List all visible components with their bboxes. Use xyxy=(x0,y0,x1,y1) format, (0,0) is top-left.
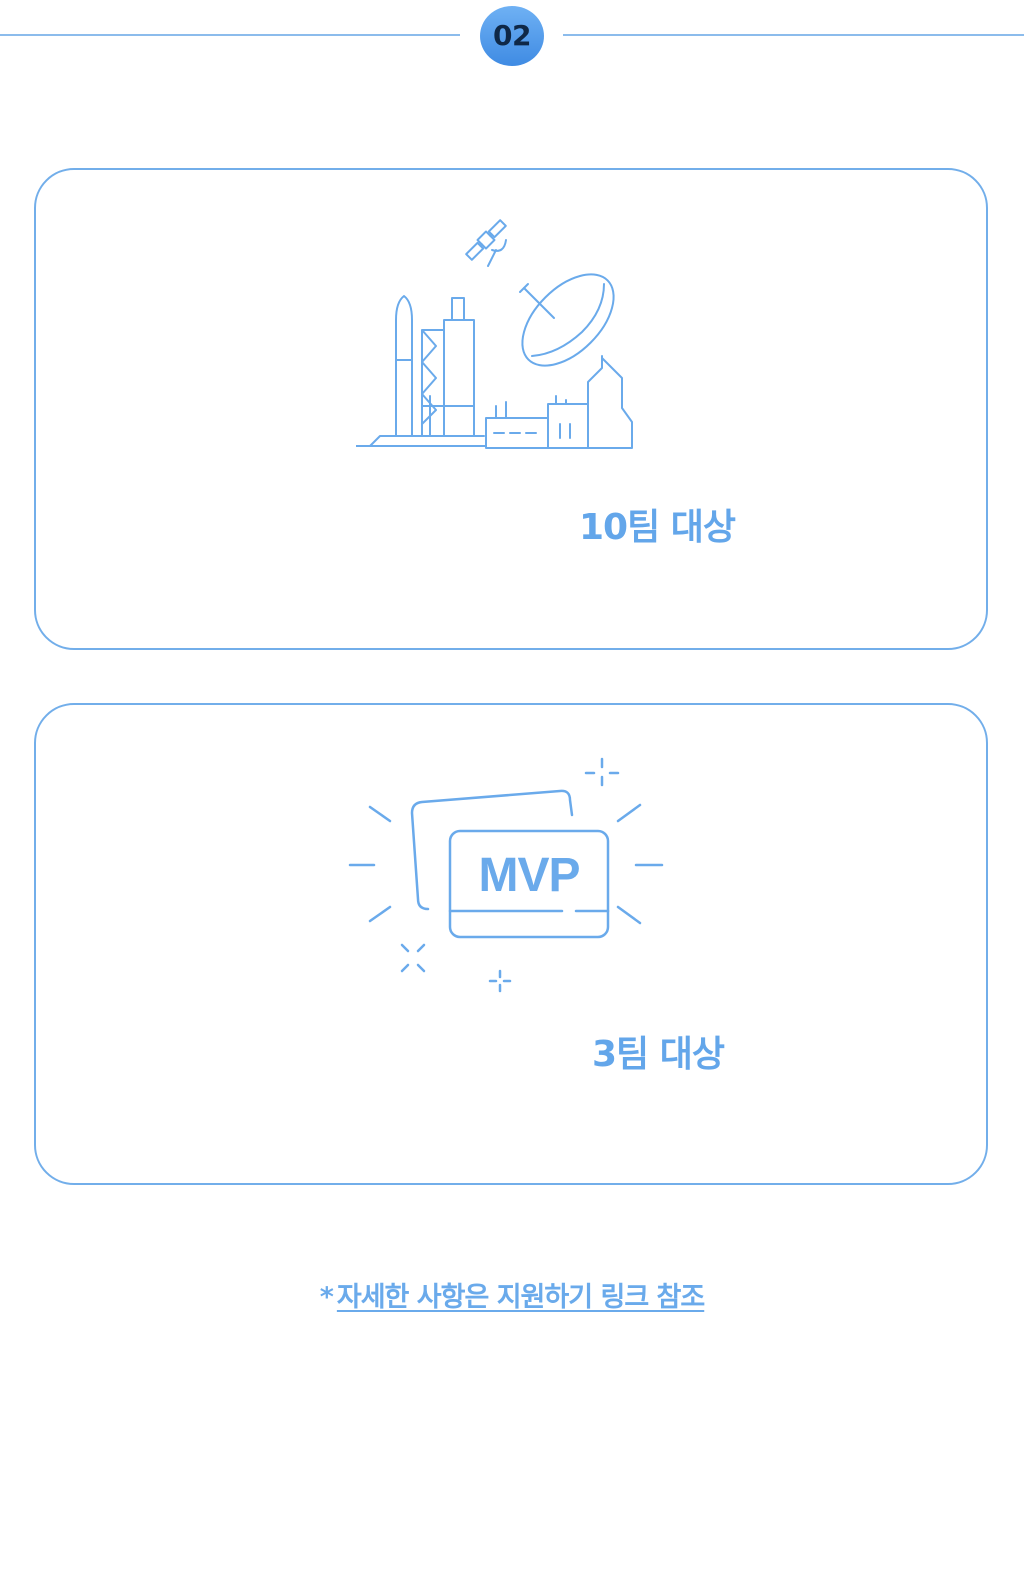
mvp-card-icon: MVP xyxy=(348,757,664,993)
card-title: 3팀 대상 xyxy=(592,1034,725,1075)
step-badge: 02 xyxy=(480,6,544,66)
card-title: 10팀 대상 xyxy=(579,507,736,548)
apply-link[interactable]: 자세한 사항은 지원하기 링크 참조 xyxy=(336,1282,705,1313)
divider-left xyxy=(0,34,460,36)
footnote: *자세한 사항은 지원하기 링크 참조 xyxy=(0,1282,1024,1314)
card-3-teams: MVP 3팀 대상 xyxy=(34,703,988,1185)
card-10-teams: 10팀 대상 xyxy=(34,168,988,650)
mvp-icon-text: MVP xyxy=(478,849,579,902)
step-number: 02 xyxy=(493,19,531,52)
footnote-star: * xyxy=(319,1282,334,1313)
rocket-launch-site-icon xyxy=(356,219,633,449)
divider-right xyxy=(563,34,1024,36)
